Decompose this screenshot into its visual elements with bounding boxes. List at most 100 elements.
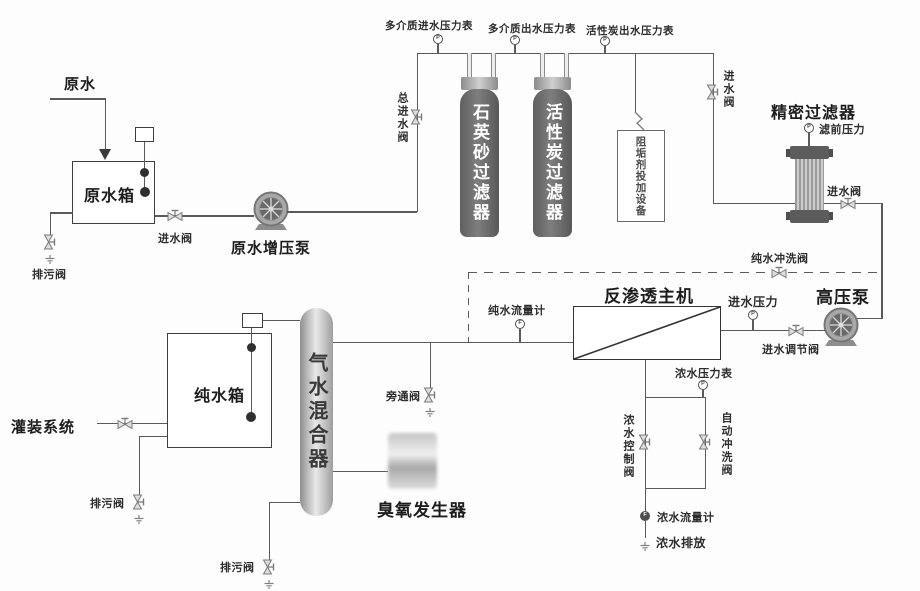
- gauge-letter: P: [751, 311, 755, 318]
- gauge-letter: F: [518, 320, 522, 327]
- pipe: [263, 319, 300, 321]
- inlet-pressure-gauge-icon: P: [748, 310, 758, 320]
- gauge-letter: P: [603, 37, 607, 44]
- filter-flange: [786, 212, 792, 220]
- antiscalant-dosing-device: 阻垢剂投加设备: [617, 130, 665, 222]
- drain-valve-icon: [132, 494, 146, 510]
- pipe: [416, 53, 418, 212]
- gauge-stem: [437, 44, 439, 53]
- raw-booster-pump-label: 原水增压泵: [231, 240, 312, 257]
- float-ball: [246, 343, 256, 352]
- drain-valve-label: 排污阀: [220, 562, 255, 574]
- pipe: [881, 203, 883, 319]
- pipe: [268, 502, 270, 562]
- drain-valve-icon: [262, 559, 276, 575]
- flow-arrow-icon: [99, 149, 111, 160]
- pipe: [104, 98, 106, 150]
- gauge-stem: [752, 320, 754, 330]
- pipe: [287, 211, 417, 213]
- pipe: [712, 53, 714, 203]
- pipe-stub: [564, 53, 569, 78]
- auto-flush-valve-label: 自动冲洗阀: [720, 412, 732, 477]
- pipe-stub: [467, 53, 472, 78]
- precision-filter-cap: [790, 146, 829, 159]
- conc-discharge-label: 浓水排放: [656, 536, 707, 550]
- pipe-stub: [540, 53, 545, 78]
- inlet-regulating-valve-label: 进水调节阀: [762, 344, 820, 356]
- level-switch-stem: [250, 328, 252, 417]
- pipe: [333, 341, 573, 343]
- quartz-filter-label: 石英砂过滤器: [470, 103, 489, 223]
- pipe: [429, 342, 431, 391]
- filter-flange: [786, 149, 792, 157]
- ro-membrane-diagonal: [573, 306, 721, 360]
- inlet-valve-label: 进水阀: [158, 233, 193, 245]
- raw-water-label: 原水: [64, 76, 97, 93]
- conc-control-valve-label: 浓水控制阀: [622, 414, 634, 479]
- pipe: [138, 436, 140, 498]
- inlet-valve-icon: [840, 196, 856, 210]
- precision-filter-body: [795, 157, 824, 213]
- flush-pipe-dashed: [468, 271, 878, 274]
- gauge-letter: P: [807, 124, 811, 131]
- pipe: [155, 215, 254, 217]
- pipe-stub: [491, 53, 496, 78]
- pure-flow-meter-icon: F: [515, 319, 525, 329]
- ozone-generator-label: 臭氧发生器: [377, 501, 467, 520]
- ac-outlet-gauge-label: 活性炭出水压力表: [586, 25, 674, 37]
- raw-booster-pump-icon: [249, 189, 293, 236]
- auto-flush-valve-icon: [698, 434, 712, 450]
- pure-flush-valve-icon: [771, 265, 787, 279]
- float-ball: [139, 187, 150, 197]
- mm-outlet-pressure-gauge-icon: P: [510, 35, 520, 45]
- ozone-generator: [388, 433, 437, 489]
- pipe: [721, 329, 825, 331]
- drain-symbol-icon: [424, 404, 436, 417]
- drain-valve-label: 排污阀: [90, 498, 125, 510]
- mm-inlet-gauge-label: 多介质进水压力表: [385, 20, 473, 32]
- gauge-letter: F: [643, 512, 647, 519]
- air-water-mixer: 气水混合器: [300, 308, 333, 516]
- filling-system-label: 灌装系统: [11, 419, 76, 436]
- filter-head: [534, 77, 571, 90]
- pipe: [269, 501, 300, 503]
- inlet-valve-label: 进水阀: [722, 70, 734, 109]
- inlet-valve-icon: [706, 84, 720, 100]
- drain-valve-label: 排污阀: [32, 269, 67, 281]
- pipe: [645, 487, 706, 489]
- inlet-valve-icon: [167, 208, 183, 222]
- pure-water-tank: [167, 333, 272, 448]
- quartz-sand-filter: 石英砂过滤器: [460, 89, 499, 237]
- pipe: [49, 212, 51, 236]
- pipe: [139, 435, 167, 437]
- conc-control-valve-icon: [638, 434, 652, 450]
- gauge-stem: [808, 133, 810, 147]
- pipe: [50, 212, 73, 214]
- pipe: [644, 521, 646, 538]
- drain-symbol-icon: [263, 576, 275, 589]
- inlet-valve-label: 进水阀: [827, 186, 862, 198]
- carbon-filter-label: 活性炭过滤器: [543, 103, 562, 223]
- prefilter-pressure-label: 滤前压力: [819, 124, 865, 136]
- bypass-valve-label: 旁通阀: [386, 391, 421, 403]
- high-pressure-pump-icon: [819, 305, 863, 352]
- filling-valve-icon: [117, 416, 133, 430]
- flush-pipe-dashed: [467, 272, 470, 342]
- inlet-pressure-label: 进水压力: [728, 295, 779, 309]
- pipe: [333, 470, 388, 472]
- pipe: [645, 396, 705, 398]
- gauge-letter: P: [701, 381, 705, 388]
- float-ball: [140, 168, 149, 177]
- air-water-mixer-label: 气水混合器: [305, 352, 327, 472]
- float-ball: [246, 412, 256, 422]
- level-switch-box: [242, 313, 263, 328]
- main-inlet-valve-label: 总进水阀: [396, 92, 408, 144]
- activated-carbon-filter: 活性炭过滤器: [533, 89, 572, 237]
- inlet-regulating-valve-icon: [788, 323, 804, 337]
- pure-flush-valve-label: 纯水冲洗阀: [751, 253, 809, 265]
- raw-tank-label: 原水箱: [84, 188, 136, 205]
- level-switch-stem: [143, 142, 146, 191]
- pipe: [50, 98, 106, 100]
- gauge-stem: [514, 45, 516, 53]
